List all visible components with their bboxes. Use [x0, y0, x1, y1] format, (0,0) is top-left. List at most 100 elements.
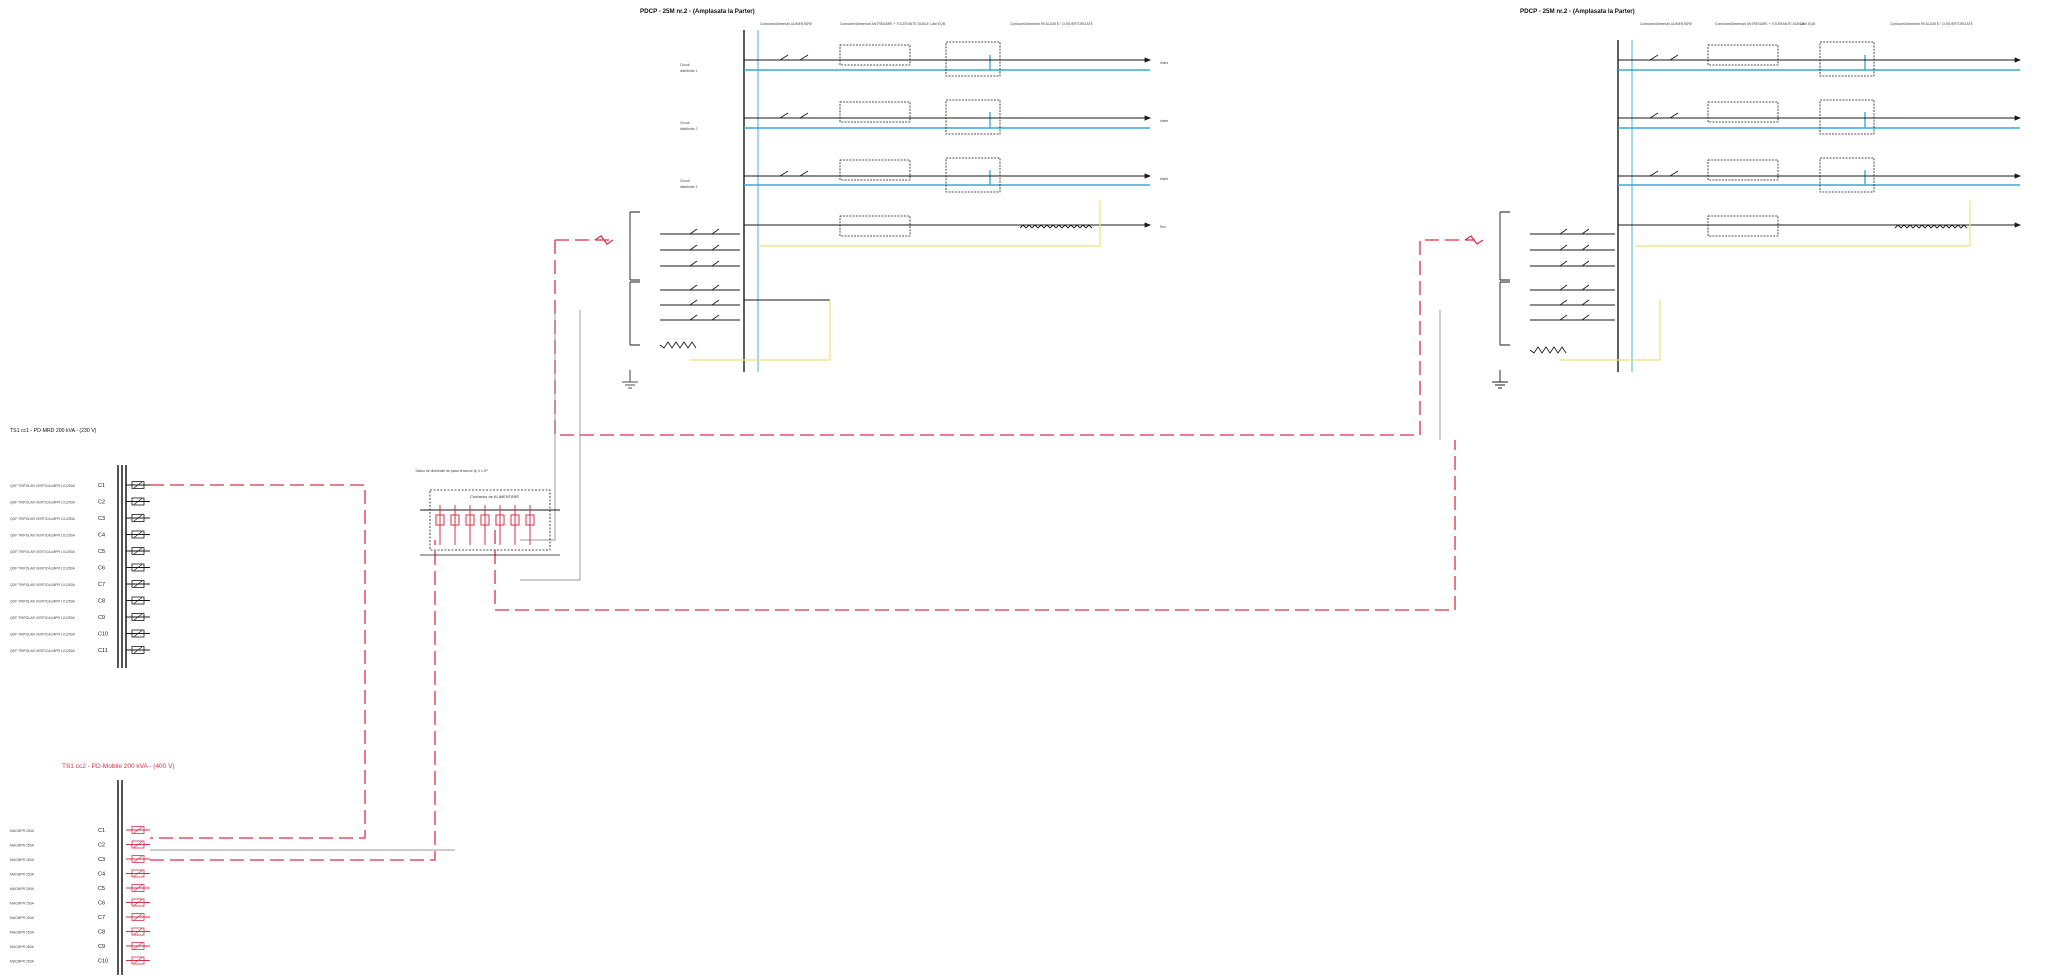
panel-1-header-4: Contoare/Alimentari REALIZATE / CONVERTO… — [1010, 22, 1094, 26]
tg2-circuit-label: C5 — [98, 886, 105, 892]
tg2-row-label: MACMPR 250A — [10, 873, 35, 877]
tg1-breaker-symbol — [131, 547, 145, 555]
tg2-row-label: MACMPR 250A — [10, 960, 35, 964]
svg-text:Rez: Rez — [1160, 225, 1166, 229]
tg2-circuit-label: C6 — [98, 901, 105, 907]
tg2-row: MACMPR 250A C2 — [10, 840, 150, 849]
tg1-breaker-symbol — [131, 497, 145, 506]
tg1-row-label: QDF TRIPOLAR VERTICALMPR 1X1250A — [10, 550, 76, 554]
tg2-breaker-symbol — [131, 840, 145, 849]
tg1-row-label: QDF TRIPOLAR VERTICALMPR 1X1250A — [10, 649, 76, 653]
tg2-row-label: MACMPR 250A — [10, 887, 35, 891]
panel-1-header-2: Comutare/Alimentari ANTRENARE + TOLERANT… — [840, 22, 930, 26]
tg2-row: MACMPR 250A C6 — [10, 898, 150, 907]
tg1-row: QDF TRIPOLAR VERTICALMPR 1X1250A C4 — [10, 530, 150, 539]
tg2-circuit-label: C10 — [98, 959, 108, 965]
tg2-circuit-label: C4 — [98, 872, 105, 878]
tg1-row-label: QDF TRIPOLAR VERTICALMPR 1X1250A — [10, 633, 76, 637]
tg2-row: MACMPR 250A C8 — [10, 927, 150, 936]
tg2-circuit-label: C7 — [98, 915, 105, 921]
tg1-row: QDF TRIPOLAR VERTICALMPR 1X1250A C3 — [10, 514, 150, 522]
tg2-circuit-label: C8 — [98, 930, 105, 936]
tg2-breaker-symbol — [131, 826, 145, 834]
tg1-circuit-label: C4 — [98, 533, 105, 539]
svg-text:distributie 1: distributie 1 — [680, 69, 697, 73]
tg1-circuit-label: C8 — [98, 599, 105, 605]
tg2-breaker-symbol — [131, 884, 145, 892]
svg-text:Circuit: Circuit — [680, 63, 690, 67]
svg-text:Circuit: Circuit — [680, 179, 690, 183]
svg-text:distributie 3: distributie 3 — [680, 185, 697, 189]
tg1-breaker-symbol — [131, 613, 145, 621]
tg1-row: QDF TRIPOLAR VERTICALMPR 1X1250A C10 — [10, 629, 150, 638]
tg1-breaker-symbol — [131, 530, 145, 539]
tg1-row-label: QDF TRIPOLAR VERTICALMPR 1X1250A — [10, 517, 76, 521]
tg2-circuit-label: C2 — [98, 843, 105, 849]
svg-text:Iesire: Iesire — [1160, 177, 1168, 181]
tg2-row: MACMPR 250A C7 — [10, 913, 150, 921]
tg1-breaker-symbol — [131, 596, 145, 605]
panel-1-header-3: Cabl EQB — [930, 22, 946, 26]
panel-2-title: PDCP - 25M nr.2 - (Amplasata la Parter) — [1520, 8, 1635, 15]
tg1-switchboard: TS1 cc1 - PD-MRD 200 kVA - (230 V) QDF T… — [10, 428, 150, 668]
tg2-row-label: MACMPR 250A — [10, 931, 35, 935]
tg2-row: MACMPR 250A C10 — [10, 956, 150, 965]
tg1-row: QDF TRIPOLAR VERTICALMPR 1X1250A C8 — [10, 596, 150, 605]
tg1-circuit-label: C11 — [98, 648, 108, 654]
tg1-row: QDF TRIPOLAR VERTICALMPR 1X1250A C9 — [10, 613, 150, 621]
panel-2-header-1: Contoare/Alimentari ALIMENTARE — [1640, 22, 1693, 26]
svg-text:Circuit: Circuit — [680, 121, 690, 125]
tg1-row-label: QDF TRIPOLAR VERTICALMPR 1X1250A — [10, 534, 76, 538]
tg2-row-label: MACMPR 250A — [10, 844, 35, 848]
panel-1: PDCP - 25M nr.2 - (Amplasata la Parter) … — [622, 8, 1168, 389]
tg2-row-label: MACMPR 250A — [10, 916, 35, 920]
tg1-circuit-label: C3 — [98, 516, 105, 522]
red-feeders — [150, 239, 1475, 861]
tg1-row-label: QDF TRIPOLAR VERTICALMPR 1X1250A — [10, 616, 76, 620]
tg2-row: MACMPR 250A C5 — [10, 884, 150, 892]
tg2-switchboard: TS1 cc2 - PD-Mobile 200 kVA - (400 V) MA… — [10, 763, 175, 975]
tg1-row-label: QDF TRIPOLAR VERTICALMPR 1X1250A — [10, 600, 76, 604]
panel-2-header-3: Cabl EQB — [1800, 22, 1816, 26]
svg-text:distributie 2: distributie 2 — [680, 127, 697, 131]
panel-2-header-4: Contoare/Alimentari REALIZATE / CONVERTO… — [1890, 22, 1974, 26]
panel-1-feeders — [744, 55, 1150, 186]
tg1-row-label: QDF TRIPOLAR VERTICALMPR 1X1250A — [10, 501, 76, 505]
tg1-title: TS1 cc1 - PD-MRD 200 kVA - (230 V) — [10, 428, 97, 434]
tg1-row-label: QDF TRIPOLAR VERTICALMPR 1X1250A — [10, 484, 76, 488]
tg1-breaker-symbol — [131, 580, 145, 588]
tg1-circuit-label: C9 — [98, 615, 105, 621]
tg2-row: MACMPR 250A C4 — [10, 869, 150, 878]
distribution-box-subtitle: Contactor de ALIMENTARE — [470, 494, 519, 499]
tg2-breaker-symbol — [131, 869, 145, 878]
tg2-circuit-label: C9 — [98, 944, 105, 950]
tg2-breaker-symbol — [131, 927, 145, 936]
panel-1-header-1: Contoare/Alimentari ALIMENTARE — [760, 22, 813, 26]
tg2-row: MACMPR 250A C9 — [10, 942, 150, 950]
svg-text:Iesire: Iesire — [1160, 61, 1168, 65]
tg2-row-label: MACMPR 250A — [10, 945, 35, 949]
tg2-circuit-label: C3 — [98, 857, 105, 863]
panel-2: PDCP - 25M nr.2 - (Amplasata la Parter) … — [1492, 8, 2022, 389]
tg2-row-label: MACMPR 250A — [10, 902, 35, 906]
panel-2-header-2: Comutare/Alimentari ANTRENARE + TOLERANT… — [1715, 22, 1805, 26]
svg-text:Iesire: Iesire — [1160, 119, 1168, 123]
tg1-circuit-label: C10 — [98, 632, 108, 638]
tg1-circuit-label: C6 — [98, 566, 105, 572]
tg1-row-label: QDF TRIPOLAR VERTICALMPR 1X1250A — [10, 583, 76, 587]
tg2-title: TS1 cc2 - PD-Mobile 200 kVA - (400 V) — [62, 763, 175, 770]
tg2-breaker-symbol — [131, 956, 145, 965]
tg2-breaker-symbol — [131, 855, 145, 863]
tg1-breaker-symbol — [131, 629, 145, 638]
tg2-breaker-symbol — [131, 898, 145, 907]
tg1-row: QDF TRIPOLAR VERTICALMPR 1X1250A C11 — [10, 646, 150, 654]
tg1-breaker-symbol — [131, 514, 145, 522]
